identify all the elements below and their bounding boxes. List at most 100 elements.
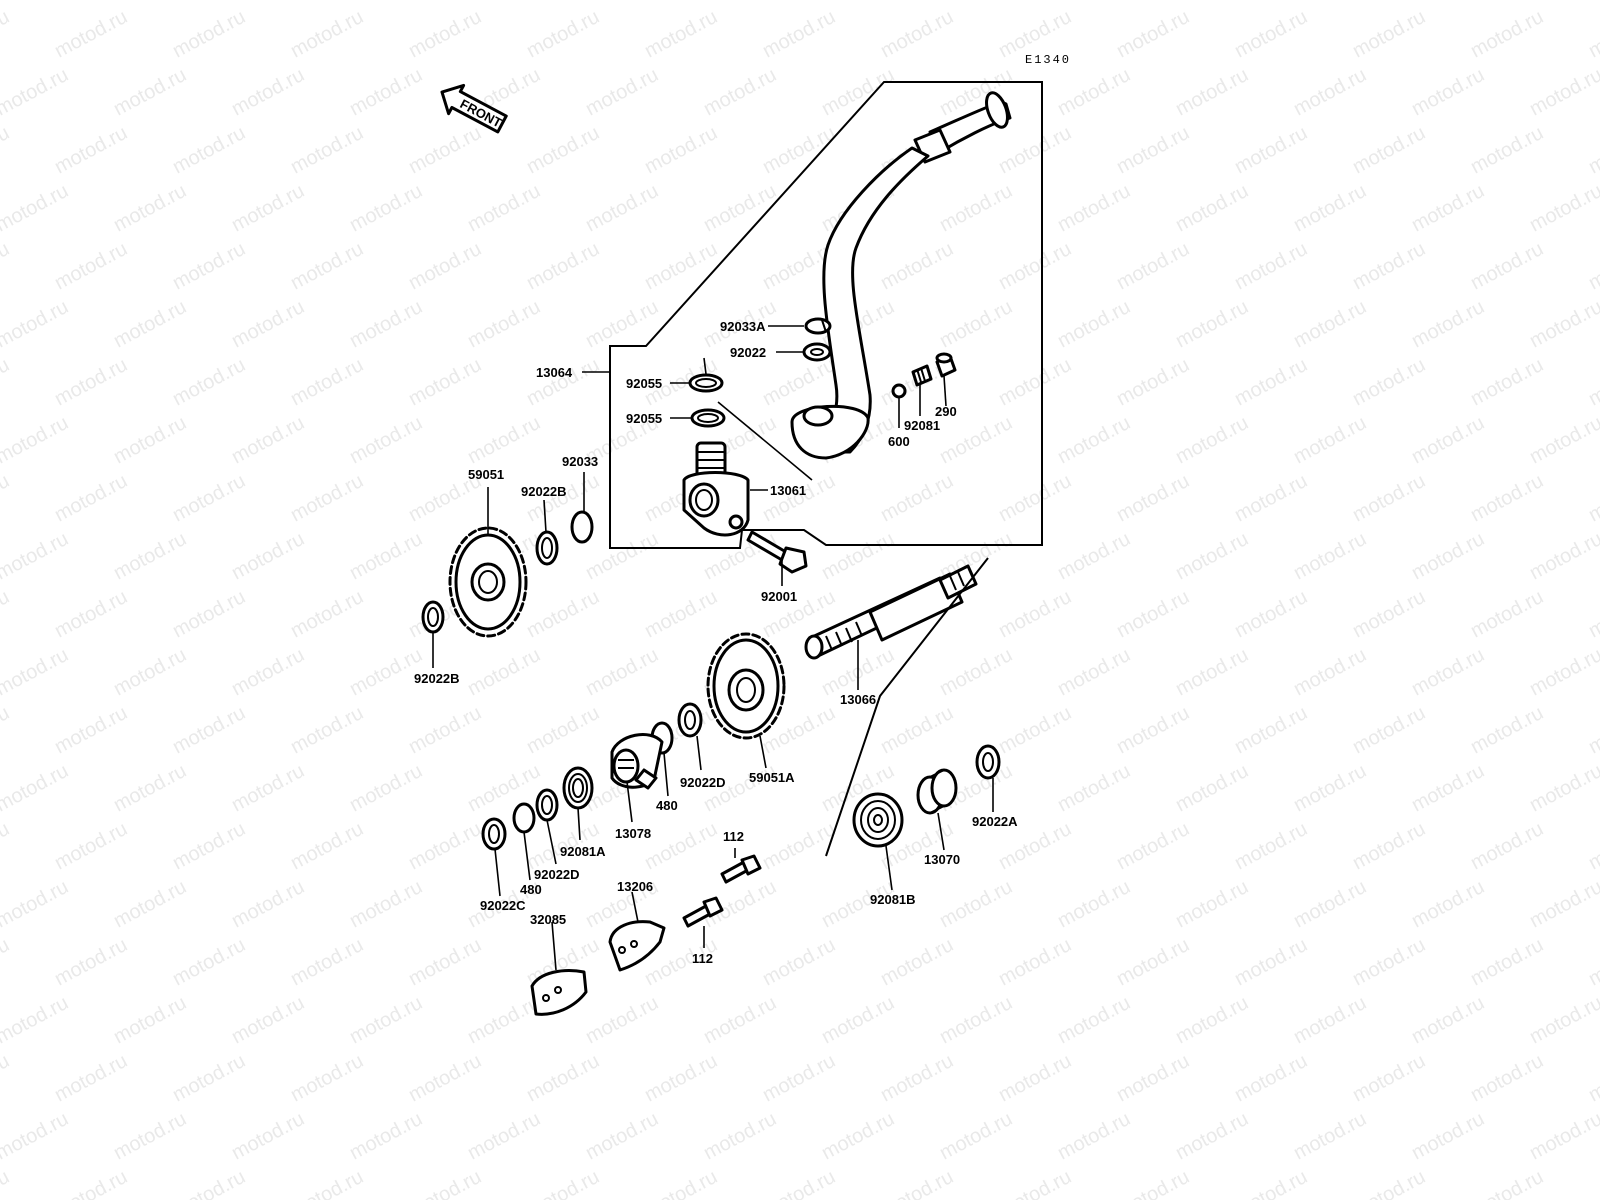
callout-13066: 13066 [840, 692, 876, 707]
watermark-text: motod.ru [1526, 296, 1600, 352]
watermark-text: motod.ru [169, 818, 249, 874]
kick-lever-body-13061 [682, 441, 750, 537]
watermark-text: motod.ru [1467, 470, 1547, 526]
watermark-text: motod.ru [51, 470, 131, 526]
watermark-text: motod.ru [287, 6, 367, 62]
watermark-text: motod.ru [169, 470, 249, 526]
watermark-text: motod.ru [877, 238, 957, 294]
watermark-text: motod.ru [1054, 296, 1134, 352]
watermark-text: motod.ru [1231, 1166, 1311, 1200]
watermark-text: motod.ru [1231, 238, 1311, 294]
watermark-text: motod.ru [464, 992, 544, 1048]
watermark-text: motod.ru [523, 586, 603, 642]
watermark-text: motod.ru [287, 934, 367, 990]
watermark-text: motod.ru [287, 470, 367, 526]
watermark-text: motod.ru [936, 296, 1016, 352]
ball-600 [891, 383, 907, 399]
callout-13078: 13078 [615, 826, 651, 841]
watermark-text: motod.ru [1290, 760, 1370, 816]
watermark-text: motod.ru [1113, 818, 1193, 874]
watermark-text: motod.ru [169, 586, 249, 642]
spring-92081B [852, 792, 904, 848]
watermark-text: motod.ru [1290, 296, 1370, 352]
bolt-112-lower [682, 896, 724, 928]
washer-92022B-lower [421, 600, 445, 634]
callout-13070: 13070 [924, 852, 960, 867]
watermark-text: motod.ru [1113, 702, 1193, 758]
callout-92022D-right: 92022D [680, 775, 726, 790]
watermark-text: motod.ru [641, 1166, 721, 1200]
watermark-text: motod.ru [1467, 6, 1547, 62]
watermark-text: motod.ru [1113, 1166, 1193, 1200]
watermark-text: motod.ru [405, 1050, 485, 1106]
washer-92022-top [802, 342, 832, 362]
watermark-text: motod.ru [582, 528, 662, 584]
watermark-text: motod.ru [1349, 586, 1429, 642]
watermark-text: motod.ru [936, 0, 1016, 4]
watermark-text: motod.ru [169, 6, 249, 62]
watermark-text: motod.ru [464, 644, 544, 700]
watermark-text: motod.ru [0, 470, 13, 526]
watermark-text: motod.ru [523, 1166, 603, 1200]
callout-112-upper: 112 [723, 829, 744, 844]
watermark-text: motod.ru [228, 412, 308, 468]
watermark-text: motod.ru [523, 6, 603, 62]
watermark-text: motod.ru [405, 702, 485, 758]
watermark-text: motod.ru [995, 122, 1075, 178]
watermark-text: motod.ru [1585, 470, 1600, 526]
watermark-text: motod.ru [0, 586, 13, 642]
watermark-text: motod.ru [582, 1108, 662, 1164]
watermark-text: motod.ru [0, 1050, 13, 1106]
callout-92081B: 92081B [870, 892, 916, 907]
callout-92022A: 92022A [972, 814, 1018, 829]
callout-13061: 13061 [770, 483, 806, 498]
watermark-text: motod.ru [1585, 6, 1600, 62]
watermark-text: motod.ru [0, 528, 72, 584]
washer-92022B-upper [535, 530, 559, 566]
watermark-text: motod.ru [228, 876, 308, 932]
watermark-text: motod.ru [1526, 992, 1600, 1048]
watermark-text: motod.ru [995, 934, 1075, 990]
watermark-text: motod.ru [110, 296, 190, 352]
watermark-text: motod.ru [700, 64, 780, 120]
watermark-text: motod.ru [1054, 180, 1134, 236]
watermark-text: motod.ru [405, 818, 485, 874]
watermark-text: motod.ru [51, 6, 131, 62]
watermark-text: motod.ru [1585, 1050, 1600, 1106]
watermark-text: motod.ru [110, 64, 190, 120]
watermark-text: motod.ru [1290, 992, 1370, 1048]
watermark-text: motod.ru [110, 644, 190, 700]
callout-600: 600 [888, 434, 910, 449]
circlip-92033 [570, 510, 594, 544]
watermark-text: motod.ru [1349, 470, 1429, 526]
watermark-text: motod.ru [1054, 1108, 1134, 1164]
watermark-text: motod.ru [1467, 934, 1547, 990]
watermark-text: motod.ru [1408, 644, 1488, 700]
callout-92022D-left: 92022D [534, 867, 580, 882]
watermark-text: motod.ru [51, 934, 131, 990]
watermark-text: motod.ru [1467, 354, 1547, 410]
watermark-text: motod.ru [641, 238, 721, 294]
watermark-text: motod.ru [1349, 1166, 1429, 1200]
watermark-text: motod.ru [1290, 412, 1370, 468]
watermark-text: motod.ru [0, 0, 72, 4]
watermark-text: motod.ru [877, 934, 957, 990]
watermark-text: motod.ru [818, 1108, 898, 1164]
watermark-text: motod.ru [287, 1166, 367, 1200]
watermark-text: motod.ru [287, 586, 367, 642]
watermark-text: motod.ru [995, 1050, 1075, 1106]
watermark-text: motod.ru [110, 1108, 190, 1164]
watermark-text: motod.ru [169, 122, 249, 178]
watermark-text: motod.ru [169, 1166, 249, 1200]
plate-13206 [608, 920, 666, 972]
watermark-text: motod.ru [1408, 760, 1488, 816]
watermark-text: motod.ru [169, 354, 249, 410]
watermark-text: motod.ru [0, 644, 72, 700]
watermark-text: motod.ru [1585, 238, 1600, 294]
watermark-text: motod.ru [700, 528, 780, 584]
watermark-text: motod.ru [1054, 528, 1134, 584]
watermark-text: motod.ru [346, 0, 426, 4]
watermark-text: motod.ru [523, 1050, 603, 1106]
watermark-text: motod.ru [936, 1108, 1016, 1164]
callout-labels: 92033A 92022 13064 92055 92055 92081 290… [414, 319, 1018, 966]
